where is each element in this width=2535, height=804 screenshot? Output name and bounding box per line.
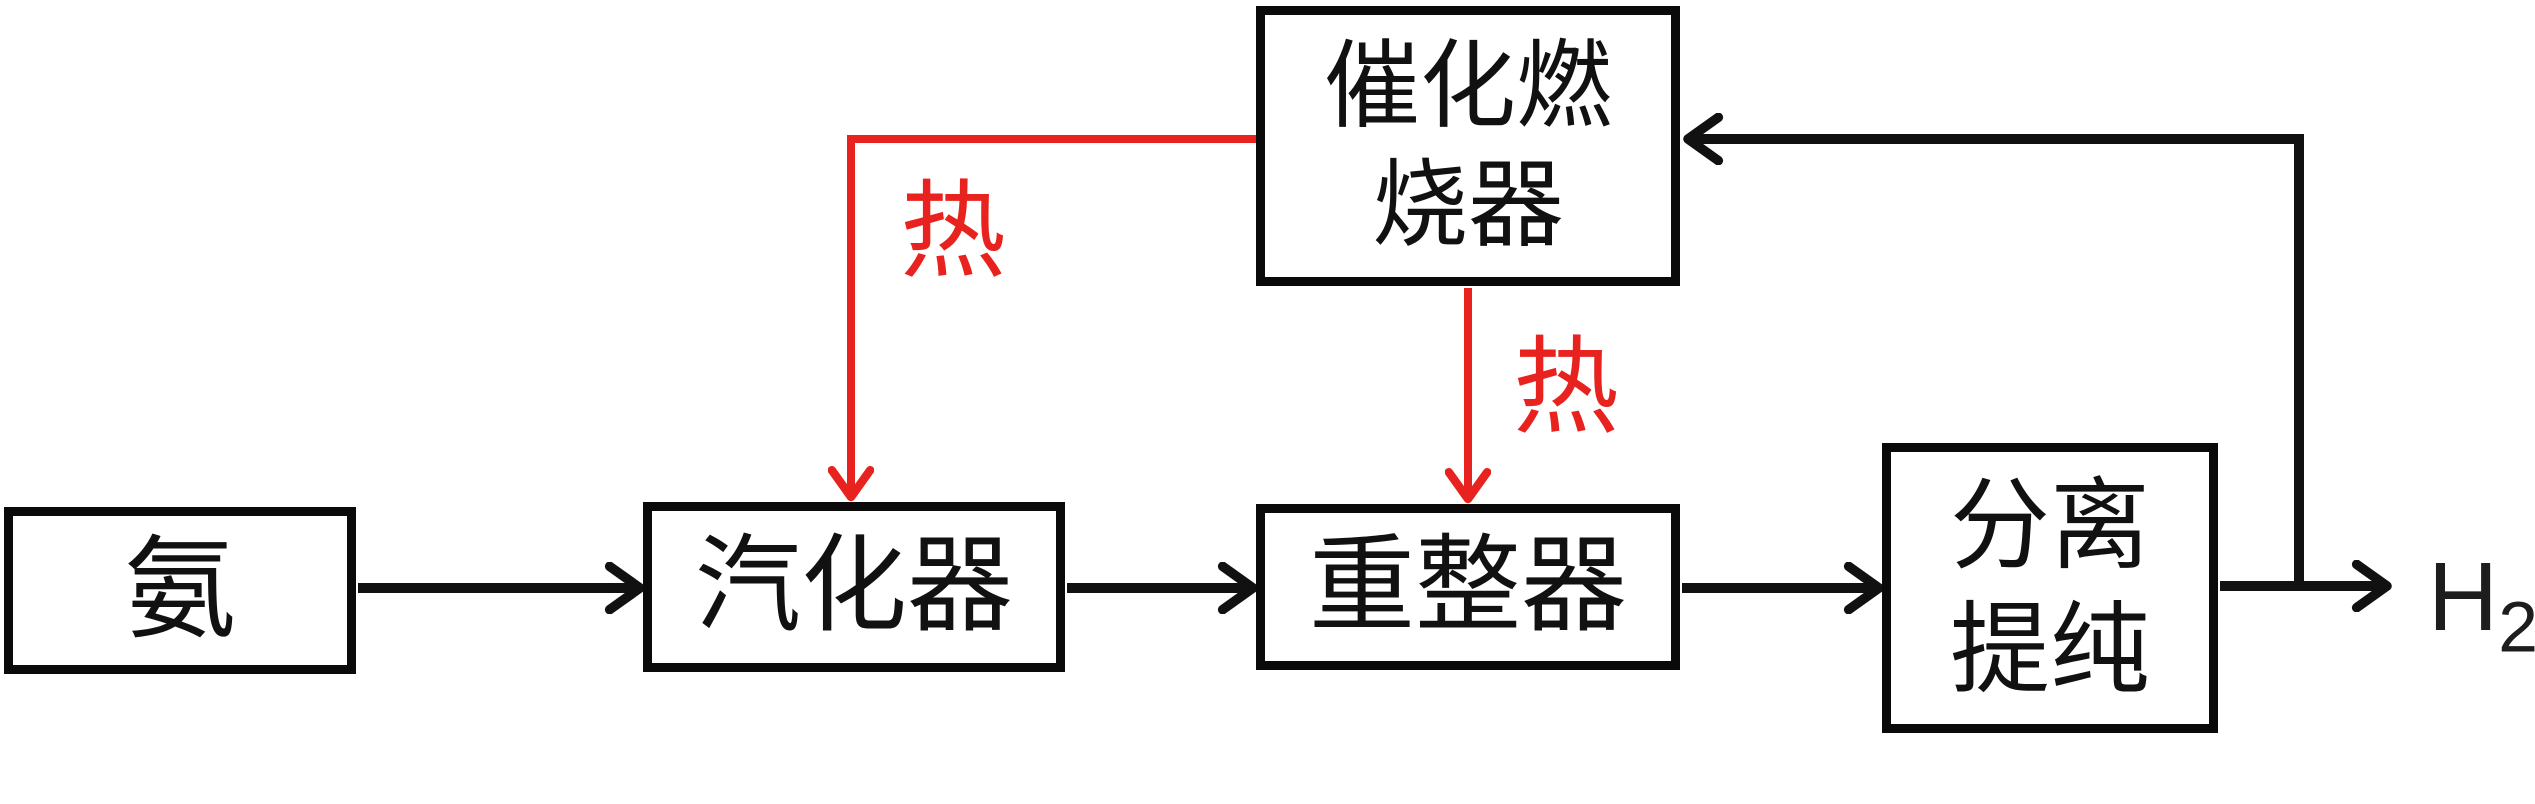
heat-arrow-combustor-to-vaporizer [851,135,1259,497]
node-separation-label-line2: 提纯 [1950,594,2150,706]
h2-subscript: 2 [2498,587,2535,668]
node-reformer-label: 重整器 [1309,527,1627,646]
node-combustor-label-line1: 催化燃 [1324,32,1612,140]
node-ammonia-label: 氨 [124,527,236,653]
node-combustor-label-line2: 烧器 [1372,152,1564,259]
node-separation-label-line1: 分离 [1950,470,2150,582]
heat-label-to-vaporizer: 热 [900,173,1006,291]
h2-symbol: H [2428,542,2499,651]
node-reformer: 重整器 [1256,504,1680,670]
node-catalytic-combustor: 催化燃 烧器 [1256,6,1680,286]
node-vaporizer: 汽化器 [643,502,1065,672]
node-ammonia: 氨 [4,507,356,674]
heat-label-to-reformer: 热 [1513,329,1619,447]
recycle-arrow-h2line-to-combustor [1688,139,2304,586]
h2-output-label: H2 [2428,548,2535,664]
node-separation-purification: 分离 提纯 [1882,443,2218,733]
node-vaporizer-label: 汽化器 [695,527,1013,646]
